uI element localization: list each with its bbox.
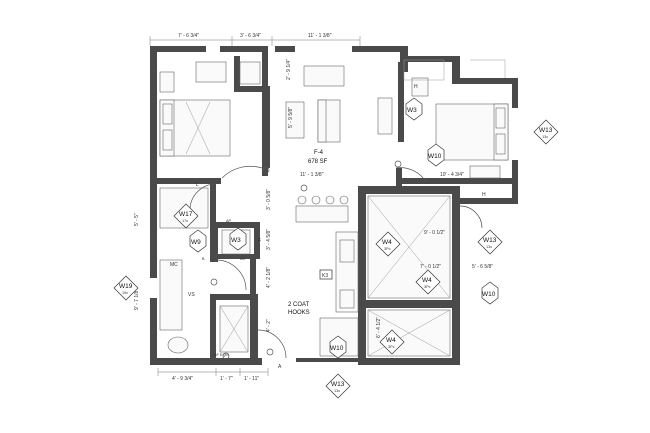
exterior-walls xyxy=(150,46,518,365)
dim-br-closet-2: 7' - 0 1/2" xyxy=(420,264,441,270)
door-tag-w10-a: W10 xyxy=(427,143,445,167)
dim-hall-2: 4' - 2" xyxy=(266,319,272,332)
door-tag-w3-b: W3 xyxy=(229,227,247,251)
tag-ac: AC xyxy=(240,257,246,261)
tv-unit xyxy=(303,65,345,87)
unit-name: F-4 xyxy=(314,150,324,156)
tag-mc: MC xyxy=(170,262,178,268)
dim-bath-1: 3' - 0 5/8" xyxy=(266,189,272,210)
tag-b: B xyxy=(202,257,205,261)
vanity xyxy=(159,259,183,331)
tag-h2: H xyxy=(482,192,486,198)
dining-table xyxy=(295,195,349,223)
dim-bottom-2: 1' - 7" xyxy=(220,376,233,382)
svg-text:W3: W3 xyxy=(407,107,417,114)
tag-f: F xyxy=(258,238,261,244)
svg-text:W13: W13 xyxy=(539,127,553,134)
outlet-markers xyxy=(210,160,402,360)
dresser-bedroom-1 xyxy=(195,61,227,83)
door-tag-w9: W9 xyxy=(189,229,207,253)
side-chair xyxy=(285,101,305,139)
window-tag-w4-c: W4 3Pc xyxy=(379,329,405,355)
dim-living-height: 5' - 9 5/8" xyxy=(288,107,294,128)
bottom-dimension-string: 4' - 9 3/4" 1' - 7" 1' - 11" xyxy=(157,368,269,382)
dim-left-1: 5' - 5" xyxy=(134,213,140,226)
window-tag-w17: W17 17c xyxy=(173,203,199,229)
coat-hooks-note-line-1: 2 COAT xyxy=(288,302,310,308)
window-tag-w13-mid: W13 13c xyxy=(477,229,503,255)
svg-text:19c: 19c xyxy=(122,291,128,295)
svg-text:3Pc: 3Pc xyxy=(384,247,391,251)
window-tag-w13-bottom: W13 13c xyxy=(325,373,351,399)
svg-text:W13: W13 xyxy=(331,381,345,388)
dim-bottom-3: 1' - 11" xyxy=(244,376,259,382)
bay-window-top-right xyxy=(403,59,506,81)
svg-text:13c: 13c xyxy=(486,245,492,249)
svg-text:W4: W4 xyxy=(422,277,432,284)
dim-br-closet-3: 6' - 4 1/2" xyxy=(376,317,382,338)
dim-br2-width: 10' - 4 3/4" xyxy=(440,172,464,178)
tag-h1: H xyxy=(414,84,418,90)
window-tag-w4-a: W4 3Pc xyxy=(375,231,401,257)
dim-bath-2: 3' - 4 5/8" xyxy=(266,229,272,250)
range xyxy=(339,239,355,263)
svg-text:W17: W17 xyxy=(179,211,193,218)
svg-text:W4: W4 xyxy=(382,239,392,246)
tag-bf-eqm: BF EQM xyxy=(214,353,229,357)
dim-living-width: 11' - 1 3/8" xyxy=(300,172,324,178)
svg-text:W4: W4 xyxy=(386,337,396,344)
svg-text:W10: W10 xyxy=(428,153,442,160)
coat-hooks-note-line-2: HOOKS xyxy=(288,310,310,316)
svg-text:W19: W19 xyxy=(119,283,133,290)
dim-br-closet-1: 9' - 0 1/2" xyxy=(424,230,445,236)
nightstand-bedroom-2 xyxy=(411,77,429,97)
svg-text:W3: W3 xyxy=(231,237,241,244)
dim-right-1: 5' - 6 5/8" xyxy=(472,264,493,270)
svg-text:17c: 17c xyxy=(182,219,188,223)
bedroom-3-closet xyxy=(367,309,451,357)
tag-k3-box: K3 xyxy=(319,269,333,280)
svg-text:13c: 13c xyxy=(542,135,548,139)
media-console xyxy=(377,97,393,135)
top-dimension-string: 7' - 6 3/4" 3' - 6 3/4" 11' - 1 3/8" xyxy=(149,33,361,46)
tag-vs: VS xyxy=(188,292,195,298)
unit-area: 678 SF xyxy=(308,159,328,165)
svg-text:3Pc: 3Pc xyxy=(424,285,431,289)
dim-top-3: 11' - 1 3/8" xyxy=(308,33,332,39)
svg-text:13c: 13c xyxy=(334,389,340,393)
bed-bedroom-1 xyxy=(159,99,231,157)
svg-text:W13: W13 xyxy=(483,237,497,244)
dresser-bedroom-2 xyxy=(469,165,501,179)
kitchen-sink xyxy=(339,289,355,309)
door-swings xyxy=(189,165,483,359)
door-tag-w3-a: W3 xyxy=(405,97,423,121)
dim-top-1: 7' - 6 3/4" xyxy=(178,33,199,39)
tag-a: A xyxy=(278,364,282,370)
window-tag-w19: W19 19c xyxy=(113,275,139,301)
toilet xyxy=(167,336,189,354)
tag-ap: AP xyxy=(226,219,232,223)
dim-top-2: 3' - 6 3/4" xyxy=(240,33,261,39)
nightstand-bedroom-1 xyxy=(159,71,175,93)
svg-text:W10: W10 xyxy=(330,345,344,352)
dim-hall-1: 4' - 2 1/8" xyxy=(266,267,272,288)
svg-text:3Pc: 3Pc xyxy=(388,345,395,349)
dim-closet-height: 2' - 9 1/4" xyxy=(286,59,292,80)
dim-bottom-1: 4' - 9 3/4" xyxy=(172,376,193,382)
bed-bedroom-2 xyxy=(435,103,509,161)
svg-text:W10: W10 xyxy=(482,291,496,298)
dim-left-2: 9' - 7 1/8" xyxy=(134,289,140,310)
window-tag-w4-b: W4 3Pc xyxy=(415,269,441,295)
door-tag-w10-c: W10 xyxy=(329,335,347,359)
svg-text:W9: W9 xyxy=(191,239,201,246)
tag-k3: K3 xyxy=(322,273,328,279)
sofa xyxy=(317,99,341,143)
tag-l: L xyxy=(196,182,199,188)
linen-closet xyxy=(239,61,261,85)
window-tag-w13-top: W13 13c xyxy=(533,119,559,145)
door-tag-w10-b: W10 xyxy=(481,281,499,305)
interior-walls xyxy=(157,52,404,358)
